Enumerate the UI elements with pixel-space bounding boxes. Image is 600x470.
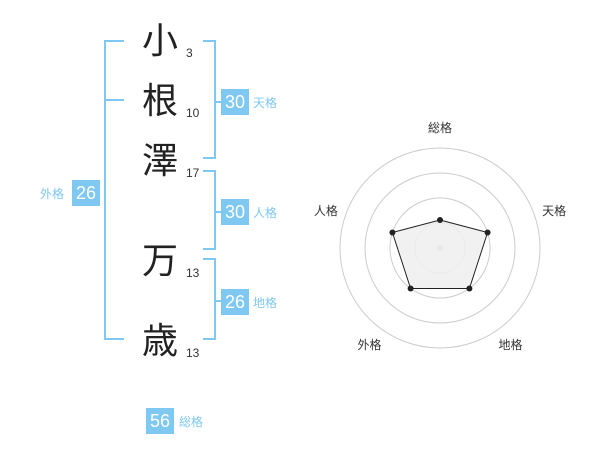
chikaku-label: 地格 [253,296,278,310]
tenkaku-value: 30 [221,89,249,115]
radar-axis-label-5: 人格 [314,203,338,218]
radar-point-1 [437,217,443,223]
radar-point-3 [466,285,473,292]
chikaku-bracket-tick [216,300,222,302]
radar-ring-3 [364,172,516,324]
name-char-2: 根 [142,81,179,122]
name-char-1: 小 [142,21,179,62]
radar-points [389,217,491,292]
jinkaku-value: 30 [221,199,249,225]
tenkaku-bracket-tick [216,101,222,103]
stroke-count-3: 17 [186,166,200,180]
jinkaku-label: 人格 [253,206,278,220]
name-char-5: 歳 [142,321,179,362]
soukaku-value: 56 [146,408,174,434]
radar-axis-label-3: 地格 [498,337,522,352]
radar-axis-label-1: 総格 [428,120,452,135]
chikaku-bracket [203,258,216,340]
gaikaku-bracket [104,40,124,340]
soukaku-label: 総格 [179,415,204,429]
gaikaku-bracket-tick [104,99,124,101]
name-char-3: 澤 [142,141,179,182]
radar-point-5 [389,229,396,236]
stroke-count-1: 3 [186,46,193,60]
radar-polygon [391,219,489,289]
radar-ring-2 [389,197,491,299]
stroke-count-5: 13 [186,346,200,360]
chikaku-value: 26 [221,289,249,315]
jinkaku-bracket [203,170,216,250]
radar-ring-4 [339,147,541,349]
gaikaku-label: 外格 [40,187,65,201]
stroke-count-2: 10 [186,106,200,120]
tenkaku-label: 天格 [253,96,278,110]
gaikaku-value: 26 [72,180,100,206]
tenkaku-bracket [203,40,216,159]
name-char-4: 万 [142,241,179,282]
radar-point-2 [484,229,491,236]
stroke-count-4: 13 [186,266,200,280]
radar-point-4 [407,285,414,292]
radar-shape [391,219,489,289]
radar-axis-label-4: 外格 [357,337,381,352]
radar-axis-label-2: 天格 [542,203,566,218]
jinkaku-bracket-tick [216,211,222,213]
